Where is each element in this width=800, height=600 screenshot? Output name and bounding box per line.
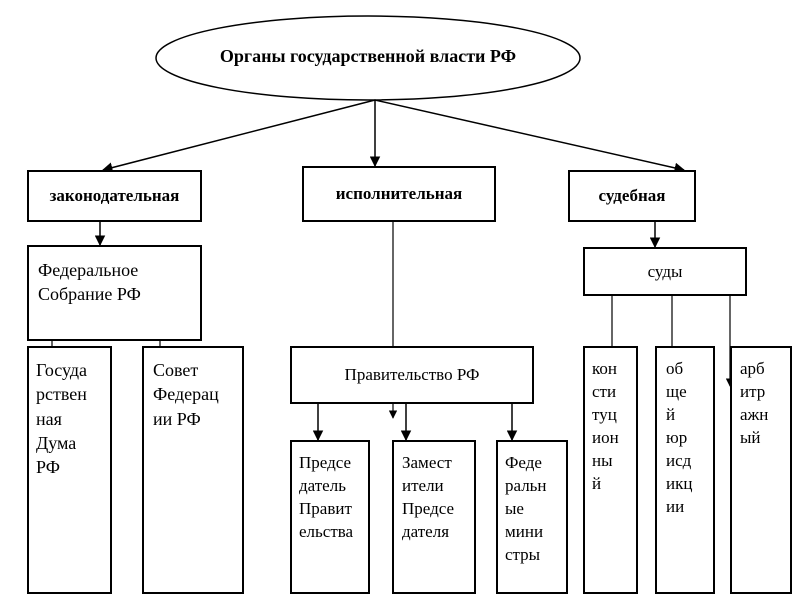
federal-assembly-box [27,245,202,341]
chair-box [290,440,370,594]
arbitration-court-label: арб итр ажн ый [740,359,769,447]
arrow-root-legislative [101,99,376,173]
branch-legislative: законодательная [27,170,202,222]
federation-council-label: Совет Федерац ии РФ [153,360,219,429]
state-duma-label: Госуда рствен ная Дума РФ [36,360,88,478]
ministries-box [496,440,568,594]
deputies-label: Замест ители Предсе дателя [402,453,455,541]
general-court-label: об ще й юр исд икц ии [666,359,693,516]
constitutional-court-label: кон сти туц ион ны й [592,359,619,493]
constitutional-court-box [583,346,638,594]
arbitration-court-box [730,346,792,594]
ministries-label: Феде ральн ые мини стры [505,453,547,564]
chair-label: Предсе датель Правит ельства [299,453,354,541]
federation-council-box [142,346,244,594]
federal-assembly-label: Федеральное Собрание РФ [38,260,141,305]
arrow-root-judicial [374,99,686,174]
root-label: Органы государственной власти РФ [219,45,517,66]
root-ellipse [155,15,581,101]
branch-judicial: судебная [568,170,696,222]
courts-box: суды [583,247,747,296]
branch-executive: исполнительная [302,166,496,222]
state-duma-box [27,346,112,594]
general-court-box [655,346,715,594]
government-box: Правительство РФ [290,346,534,404]
deputies-box [392,440,476,594]
